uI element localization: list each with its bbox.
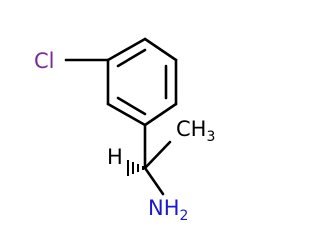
bond-chiral-amine bbox=[143, 166, 165, 196]
ring-double-bond-3 bbox=[116, 96, 147, 116]
structure-canvas: Cl CH3 H NH2 bbox=[34, 37, 215, 224]
ring-bond-5 bbox=[106, 102, 147, 127]
hashed-wedge-bond bbox=[127, 160, 144, 176]
nh2-subscript: 2 bbox=[180, 208, 189, 224]
atom-label-ch3: CH3 bbox=[176, 117, 215, 145]
ring-bond-4 bbox=[143, 102, 178, 127]
ch3-subscript: 3 bbox=[206, 129, 215, 145]
h-text: H bbox=[107, 145, 123, 169]
ch3-text: CH bbox=[176, 117, 206, 141]
atom-label-h: H bbox=[107, 145, 123, 169]
ring-bond-1 bbox=[106, 37, 147, 62]
ring-double-bond-1 bbox=[116, 48, 147, 68]
nh2-text: NH bbox=[148, 196, 180, 220]
bond-chiral-methyl bbox=[143, 140, 172, 170]
atom-label-cl: Cl bbox=[34, 49, 55, 73]
ring-bond-2 bbox=[143, 37, 178, 62]
atom-label-nh2: NH2 bbox=[148, 196, 188, 224]
cl-text: Cl bbox=[34, 49, 55, 73]
molecule-drawing: Cl CH3 H NH2 bbox=[34, 37, 215, 224]
benzene-ring bbox=[106, 37, 178, 127]
